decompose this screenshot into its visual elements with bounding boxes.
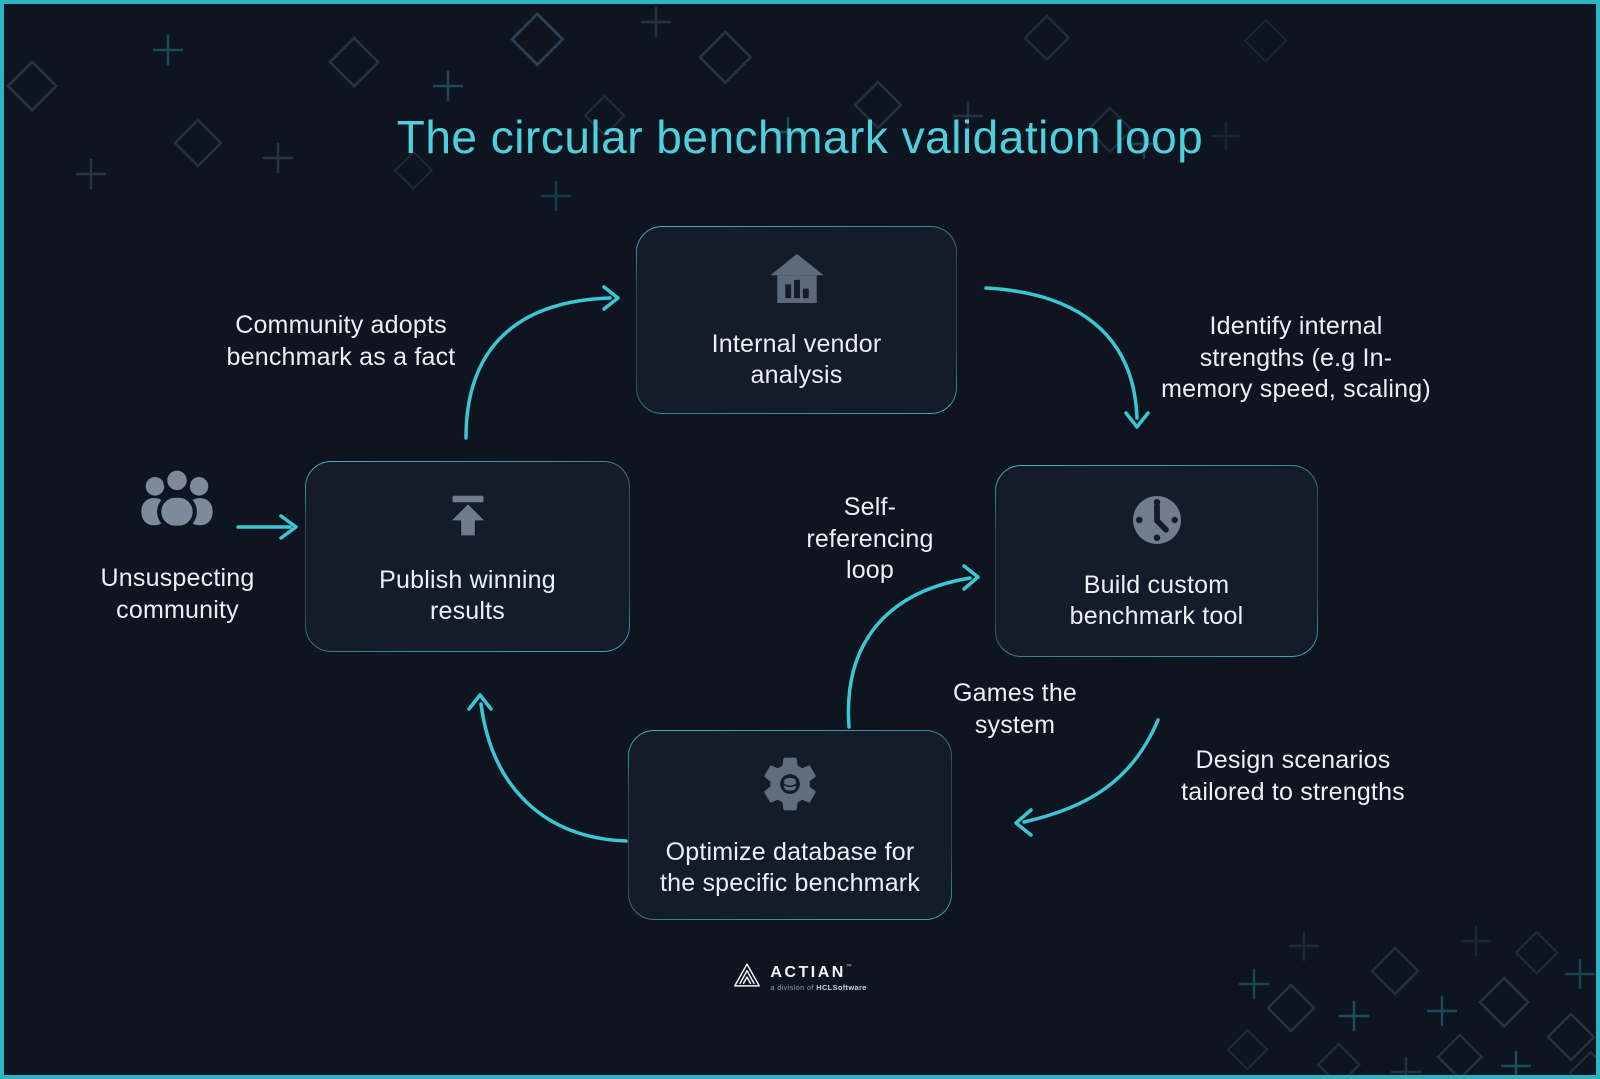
arrow-build-to-optimize bbox=[1014, 718, 1160, 837]
node-publish-winning-results: Publish winning results bbox=[305, 461, 630, 652]
node-internal-vendor-analysis: Internal vendor analysis bbox=[636, 226, 957, 414]
node-label: Build custom benchmark tool bbox=[1069, 571, 1244, 630]
actian-logo-name: ACTIAN™ bbox=[770, 963, 852, 981]
trademark-symbol: ™ bbox=[845, 963, 852, 970]
clock-icon bbox=[1127, 490, 1187, 555]
annotation-games-the-system: Games the system bbox=[952, 679, 1078, 739]
gear-database-icon bbox=[757, 751, 823, 822]
annotation-design-scenarios: Design scenarios tailored to strengths bbox=[1181, 746, 1405, 806]
node-label: Optimize database for the specific bench… bbox=[659, 838, 921, 897]
decor-pattern-top bbox=[6, 6, 1288, 212]
actian-logo-tagline: a division of HCLSoftware bbox=[770, 982, 867, 992]
annotation-community-adopts: Community adopts benchmark as a fact bbox=[226, 311, 456, 371]
node-optimize-database: Optimize database for the specific bench… bbox=[628, 730, 952, 920]
node-label: Publish winning results bbox=[379, 565, 556, 625]
annotation-self-referencing-loop: Self- referencing loop bbox=[806, 493, 934, 584]
node-build-custom-benchmark-tool: Build custom benchmark tool bbox=[995, 465, 1318, 657]
actian-logo: ACTIAN™ a division of HCLSoftware bbox=[0, 962, 1600, 993]
actian-logo-mark-icon bbox=[733, 962, 761, 993]
actor-label: Unsuspecting community bbox=[100, 564, 255, 624]
arrow-internal-to-build bbox=[984, 286, 1150, 429]
arrow-optimize-to-publish bbox=[467, 693, 628, 843]
decor-pattern-bottom bbox=[1226, 925, 1600, 1079]
bank-chart-icon bbox=[765, 249, 829, 314]
arrow-self-referencing-loop bbox=[846, 564, 980, 729]
node-label: Internal vendor analysis bbox=[711, 330, 882, 389]
page-title: The circular benchmark validation loop bbox=[396, 111, 1204, 163]
upload-icon bbox=[439, 487, 497, 550]
annotation-identify-strengths: Identify internal strengths (e.g In- mem… bbox=[1161, 312, 1431, 403]
people-icon bbox=[136, 466, 218, 537]
arrow-community-to-publish bbox=[236, 514, 298, 540]
arrow-publish-to-internal bbox=[464, 285, 620, 440]
